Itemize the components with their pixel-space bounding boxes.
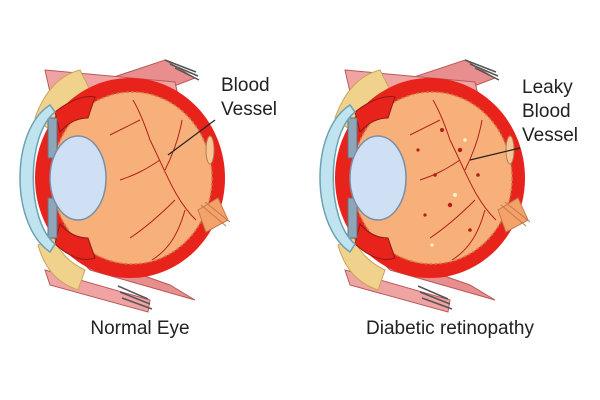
hemorrhage-spots bbox=[416, 128, 480, 232]
diabetic-retinopathy-caption: Diabetic retinopathy bbox=[366, 318, 534, 339]
leaky-blood-vessel-label-line3: Vessel bbox=[522, 125, 578, 146]
leaky-blood-vessel-label-line2: Blood bbox=[522, 101, 571, 122]
diabetic-eye-illustration bbox=[319, 59, 531, 313]
blood-vessel-label-line1: Blood bbox=[221, 75, 270, 96]
blood-vessel-pointer bbox=[167, 119, 216, 156]
normal-eye-caption: Normal Eye bbox=[90, 318, 190, 339]
blood-vessel-label: Blood Vessel bbox=[221, 74, 277, 122]
leaky-vessel-pointer bbox=[469, 147, 521, 161]
leaky-blood-vessel-label: Leaky Blood Vessel bbox=[522, 76, 578, 148]
blood-vessel-label-line2: Vessel bbox=[221, 99, 277, 120]
blood-vessels bbox=[109, 99, 197, 261]
normal-eye-illustration bbox=[19, 59, 231, 313]
leaky-blood-vessels bbox=[409, 99, 497, 261]
exudate-spots bbox=[430, 138, 467, 247]
leaky-blood-vessel-label-line1: Leaky bbox=[522, 77, 573, 98]
